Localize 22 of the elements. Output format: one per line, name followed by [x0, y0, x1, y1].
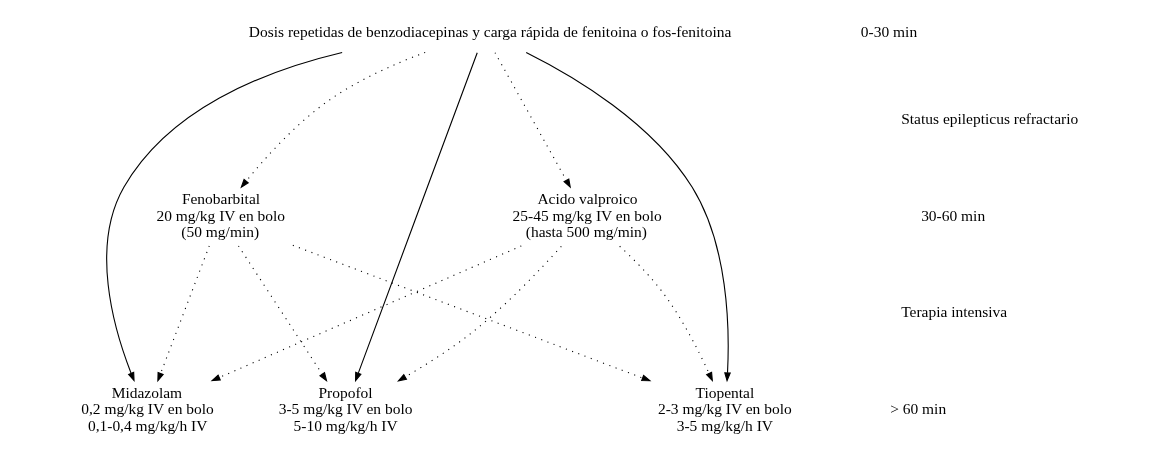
node-text: Acido valproico 25-45 mg/kg IV en bolo (hasta 500 mg/min) [512, 190, 662, 241]
arrow [240, 51, 426, 189]
node-text: Dosis repetidas de benzodiacepinas y carga rápida de fenitoina o fos-fenitoina [248, 22, 732, 40]
node-text: Propofol 3-5 mg/kg IV en bolo 5-10 mg/kg/h IV [278, 383, 413, 434]
label: 30-60 min [921, 206, 986, 224]
arrow [396, 245, 562, 382]
arrow [210, 245, 522, 382]
node-text: Tiopental 2-3 mg/kg IV en bolo 3-5 mg/kg/h IV [657, 383, 792, 434]
arrow [157, 245, 210, 383]
arrow [237, 245, 328, 383]
arrow [292, 244, 652, 382]
label: Status epilepticus refractario [901, 109, 1079, 127]
label: Terapia intensiva [901, 303, 1008, 321]
arrow [106, 51, 343, 383]
arrow [494, 52, 572, 189]
arrow [525, 51, 732, 383]
node-text: Midazolam 0,2 mg/kg IV en bolo 0,1-0,4 mg/kg/h IV [81, 383, 214, 434]
node-text: Fenobarbital 20 mg/kg IV en bolo (50 mg/min) [156, 190, 286, 241]
arrow [354, 52, 478, 383]
label: 0-30 min [860, 22, 918, 40]
arrow [619, 245, 713, 382]
label: > 60 min [890, 400, 947, 418]
